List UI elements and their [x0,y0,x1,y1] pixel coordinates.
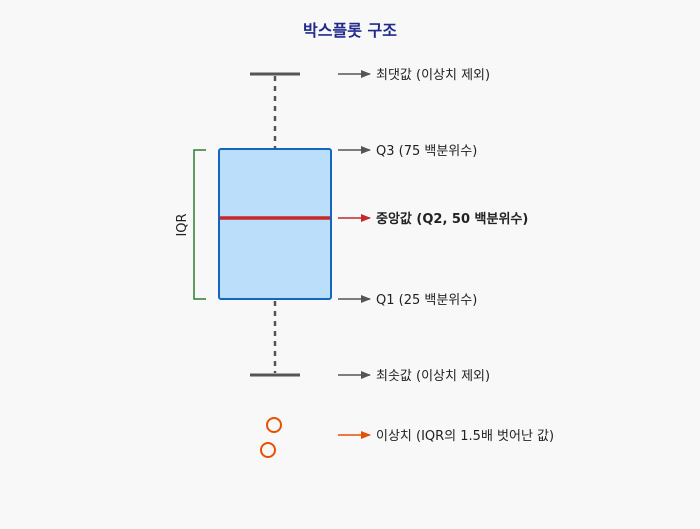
max-label: 최댓값 (이상치 제외) [376,68,490,83]
min-label: 최솟값 (이상치 제외) [376,369,490,384]
iqr-bracket [193,149,206,300]
q3-label: Q3 (75 백분위수) [376,144,477,159]
median-label: 중앙값 (Q2, 50 백분위수) [376,211,528,227]
outlier-point [260,442,276,458]
outlier-label: 이상치 (IQR의 1.5배 벗어난 값) [376,429,554,444]
outlier-point [266,417,282,433]
iqr-box [218,148,332,300]
q1-label: Q1 (25 백분위수) [376,293,477,308]
iqr-label: IQR [175,213,190,236]
diagram-title: 박스플롯 구조 [303,21,397,40]
